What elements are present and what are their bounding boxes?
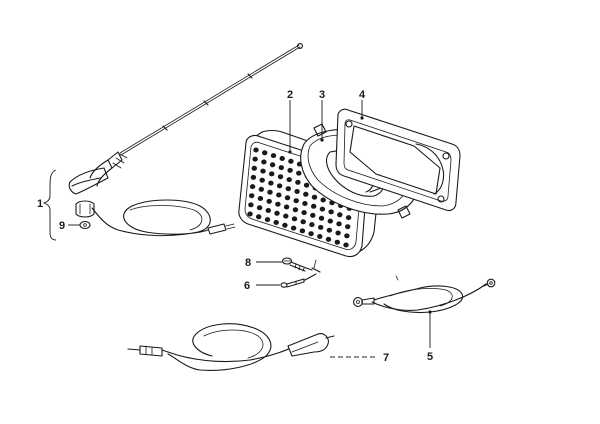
grille-hole (319, 206, 326, 212)
grille-hole (311, 203, 317, 209)
grille-hole (299, 228, 306, 234)
grille-hole (318, 215, 325, 221)
grille-hole (269, 162, 276, 168)
grille-hole (252, 156, 258, 162)
grille-hole (294, 189, 300, 194)
grille-hole (269, 171, 275, 177)
grille-hole (265, 208, 271, 213)
grille-hole (270, 153, 277, 159)
grille-hole (328, 209, 334, 215)
label-screw: 8 (245, 257, 251, 269)
grille-hole (247, 211, 253, 217)
grille-hole (278, 165, 284, 171)
grille-hole (274, 210, 280, 216)
grille-hole (290, 225, 297, 231)
grille-hole (253, 147, 259, 153)
grille-hole (310, 212, 316, 218)
grille-hole (286, 177, 292, 183)
grille-hole (276, 192, 282, 198)
grille-hole (326, 227, 333, 233)
grille-hole (317, 234, 323, 239)
grille-hole (285, 186, 291, 192)
grille-hole (300, 219, 306, 225)
label-speaker-frame: 4 (359, 89, 366, 101)
grille-hole (344, 233, 350, 239)
grille-hole (283, 204, 290, 210)
label-loudspeaker: 3 (319, 89, 325, 101)
grille-hole (248, 202, 254, 208)
grille-hole (250, 174, 257, 180)
antenna-assembly (42, 43, 303, 241)
grille-hole (318, 224, 324, 230)
grille-hole (336, 221, 342, 227)
grille-hole (303, 191, 309, 197)
grille-hole (343, 242, 349, 248)
grille-hole (264, 217, 271, 223)
grille-hole (311, 194, 318, 200)
grille-hole (273, 220, 279, 225)
label-speaker-grille: 2 (287, 89, 293, 101)
antenna-cable (127, 323, 335, 371)
grille-hole (334, 239, 340, 245)
grille-hole (266, 198, 272, 204)
grille-hole (279, 156, 285, 161)
grille-hole (308, 231, 314, 237)
grille-hole (267, 189, 273, 195)
label-plug: 6 (244, 280, 250, 292)
grille-hole (296, 170, 302, 176)
grille-hole (260, 168, 266, 174)
grille-hole (258, 186, 264, 192)
speaker-frame (335, 108, 461, 212)
grille-hole (256, 205, 263, 211)
grille-hole (249, 184, 256, 190)
grille-hole (302, 201, 308, 206)
grille-hole (268, 180, 274, 186)
label-ground-cable: 5 (427, 351, 433, 363)
plug (280, 259, 321, 288)
grille-hole (345, 215, 352, 221)
grille-hole (345, 224, 351, 230)
label-antenna-cable: 7 (383, 352, 389, 364)
grille-hole (320, 197, 326, 203)
grille-hole (293, 198, 299, 204)
grille-hole (257, 196, 264, 201)
grille-hole (303, 182, 310, 188)
grille-hole (262, 150, 268, 156)
grille-hole (251, 165, 257, 171)
grille-hole (282, 222, 288, 228)
grille-hole (259, 177, 265, 183)
label-antenna: 1 (37, 198, 43, 210)
grille-hole (309, 222, 315, 228)
grille-hole (337, 212, 343, 218)
grille-hole (335, 230, 341, 236)
grille-hole (283, 213, 289, 219)
grille-holes (247, 147, 355, 248)
grille-hole (284, 195, 291, 201)
grille-hole (327, 218, 333, 224)
grille-hole (295, 179, 301, 185)
grille-hole (287, 167, 293, 173)
grille-hole (276, 183, 283, 189)
grille-hole (256, 214, 262, 220)
screw (281, 257, 313, 272)
grille-hole (292, 207, 299, 213)
grille-hole (249, 193, 255, 199)
grille-hole (301, 210, 307, 216)
grille-hole (275, 201, 281, 207)
grille-hole (288, 158, 294, 164)
grille-hole (291, 216, 298, 222)
leader-lines (68, 100, 432, 358)
grille-hole (261, 159, 267, 165)
grille-hole (277, 174, 284, 180)
grille-hole (325, 236, 332, 242)
ground-cable (353, 275, 496, 314)
label-nut: 9 (59, 220, 65, 232)
